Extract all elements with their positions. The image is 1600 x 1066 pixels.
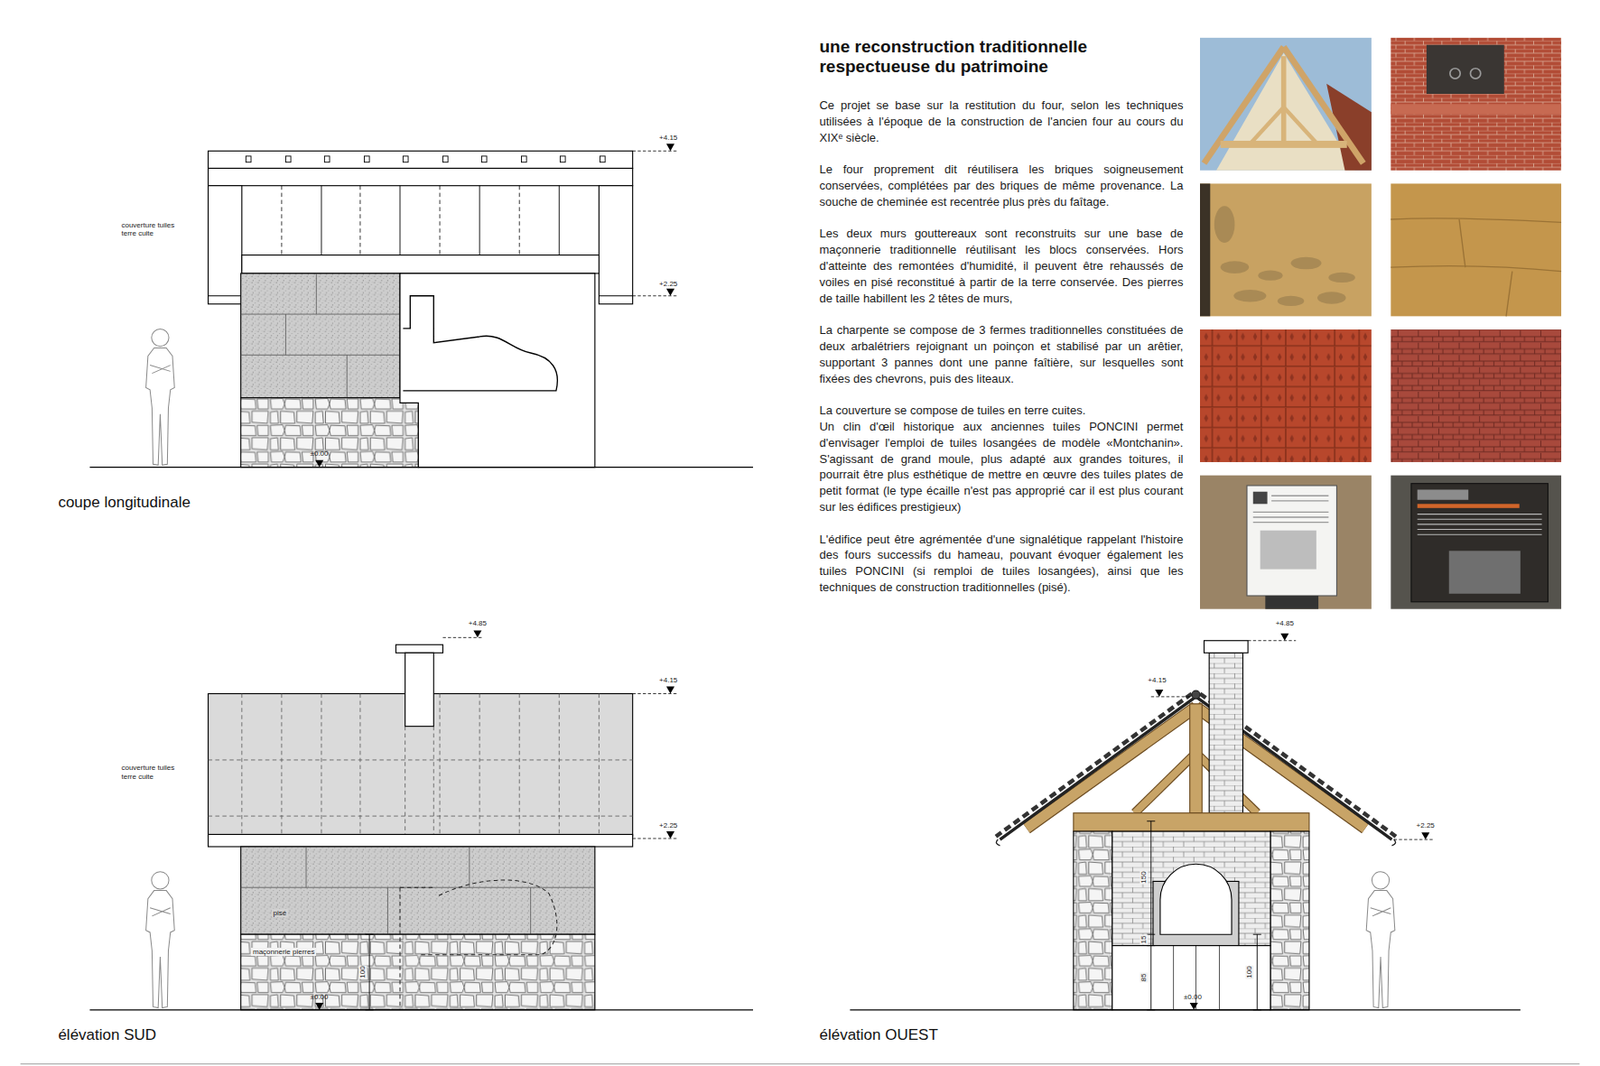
material-label: pisé (271, 909, 289, 918)
body-paragraph: Un clin d'œil historique aux anciennes t… (818, 418, 1183, 516)
west-elevation (849, 633, 1520, 1011)
level-mark: +4.15 (659, 676, 678, 685)
level-mark: +4.15 (659, 133, 678, 142)
body-paragraph: Le four proprement dit réutilisera les b… (818, 161, 1183, 210)
dimension: 85 (1139, 972, 1148, 983)
human-figure (1366, 872, 1396, 1009)
body-paragraph: L'édifice peut être agrémentée d'une sig… (818, 531, 1183, 596)
photo-sign-dark (1390, 475, 1562, 610)
level-mark: +4.85 (1275, 619, 1294, 628)
level-mark: +2.25 (1416, 821, 1435, 830)
photo-oven-door (1390, 37, 1562, 171)
level-mark: ±0.00 (310, 993, 329, 1002)
level-mark: +4.85 (468, 619, 487, 628)
body-paragraph: La couverture se compose de tuiles en te… (818, 402, 1183, 419)
photo-pise (1390, 183, 1562, 317)
level-mark: +2.25 (659, 821, 678, 830)
page-title: une reconstruction traditionnelle respec… (818, 37, 1163, 77)
text-column: une reconstruction traditionnelle respec… (818, 37, 1183, 613)
dimension: 150 (1139, 870, 1148, 884)
body-paragraph: Ce projet se base sur la restitution du … (818, 97, 1183, 146)
level-mark: +4.15 (1147, 676, 1166, 685)
drawing-caption: élévation SUD (57, 1026, 157, 1045)
photo-gable (1200, 37, 1372, 171)
level-mark: ±0.00 (1183, 993, 1202, 1002)
photo-stone-wall (1200, 183, 1372, 317)
drawing-caption: coupe longitudinale (57, 493, 191, 512)
photo-tiles-flat (1390, 329, 1562, 463)
dimension: 100 (1246, 965, 1255, 979)
level-mark: ±0.00 (310, 449, 329, 458)
level-mark: +2.25 (659, 279, 678, 289)
human-figure (146, 872, 176, 1009)
material-note: couverture tuiles terre cuite (120, 221, 188, 238)
body-paragraph: La charpente se compose de 3 fermes trad… (818, 322, 1183, 387)
material-note: couverture tuiles terre cuite (120, 763, 188, 781)
material-label: maçonnerie pierres (251, 948, 317, 957)
page-rule (20, 1063, 1581, 1065)
drawing-caption: élévation OUEST (818, 1026, 938, 1045)
dimension: 15 (1139, 934, 1148, 945)
body-paragraph: Les deux murs gouttereaux sont reconstru… (818, 225, 1183, 307)
human-figure (146, 328, 176, 466)
photo-sign-light (1200, 475, 1372, 610)
photo-tiles-losange (1200, 329, 1372, 463)
south-elevation (89, 630, 754, 1010)
section-drawing (89, 143, 754, 467)
dimension: 100 (359, 965, 368, 979)
